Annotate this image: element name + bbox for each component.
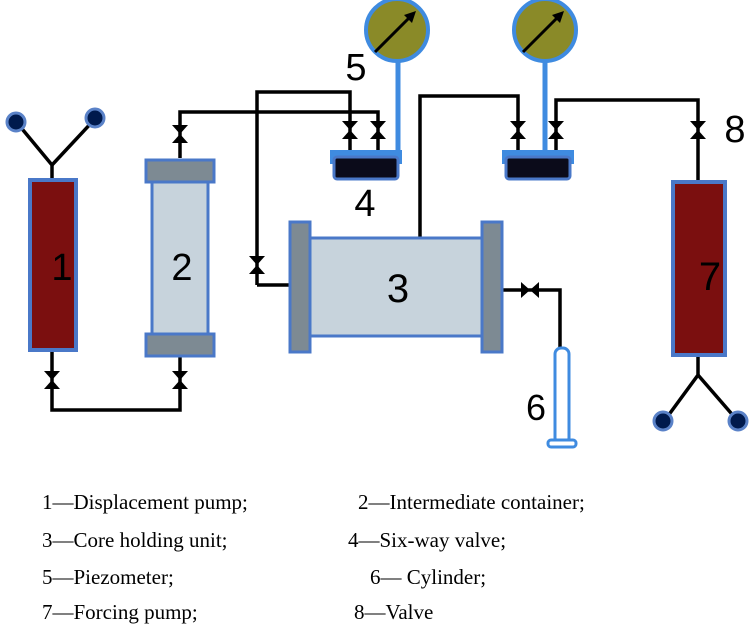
valve-right-base (504, 155, 572, 181)
forcing-pump: 7 (671, 180, 727, 357)
label-6: 6 (526, 387, 546, 428)
pump7-body (671, 180, 727, 357)
valve-8 (690, 121, 706, 139)
valve-pump1-bottom (44, 371, 60, 389)
intermediate-container: 2 (144, 158, 216, 358)
valve4-base (332, 155, 400, 181)
endpoint-dot (5, 111, 27, 133)
pipe-core-to-right-valve (418, 94, 520, 238)
pump1-body (28, 178, 78, 352)
gauge-needle-tip-left (404, 11, 416, 23)
label-4: 4 (354, 183, 375, 225)
container2-bottom-cap (144, 332, 216, 358)
piezometer-left: 5 (345, 0, 430, 89)
container2-top-cap (144, 158, 216, 184)
core-right-flange (480, 220, 504, 354)
six-way-valve-left: 4 (330, 58, 402, 225)
core-holding-unit: 3 (288, 220, 504, 354)
endpoint-dot (84, 107, 106, 129)
pipe-endpoints (5, 107, 749, 432)
valve4-a (342, 121, 358, 139)
six-way-valve-right (502, 58, 574, 181)
pipe-right-valve-to-pump7 (554, 98, 700, 182)
pipe-pump1-left (16, 122, 54, 180)
valve-right-b (548, 121, 564, 139)
gauge-needle-tip-right (552, 11, 564, 23)
valve-container2-bottom (172, 371, 188, 389)
core-left-flange (288, 220, 312, 354)
gauge-needle-left (373, 13, 414, 54)
pipe-pump7-right (696, 373, 739, 422)
cylinder-base (546, 438, 578, 449)
pipe-core-outlet (500, 288, 562, 390)
pipe-pump7-left (663, 355, 700, 422)
pipe-pump1-right (50, 118, 96, 167)
displacement-pump: 1 (28, 178, 78, 352)
label-5: 5 (345, 47, 366, 89)
label-7: 7 (699, 255, 721, 299)
valve-container2-top (172, 125, 188, 143)
cylinder-tube (553, 346, 571, 446)
valve-core-outlet (521, 282, 539, 298)
piezometer-right (512, 0, 578, 63)
label-3: 3 (387, 267, 409, 311)
valve-core-inlet (249, 256, 265, 274)
container2-body (150, 178, 210, 337)
gauge-needle-right (521, 13, 562, 54)
label-2: 2 (171, 247, 192, 289)
endpoint-dot (652, 410, 674, 432)
label-1: 1 (51, 247, 72, 289)
cylinder: 6 (526, 346, 578, 449)
label-8: 8 (724, 109, 745, 151)
valve-right-a (510, 121, 526, 139)
valve4-b (370, 121, 386, 139)
pipe-pump1-to-container2 (50, 350, 182, 412)
endpoint-dot (727, 410, 749, 432)
